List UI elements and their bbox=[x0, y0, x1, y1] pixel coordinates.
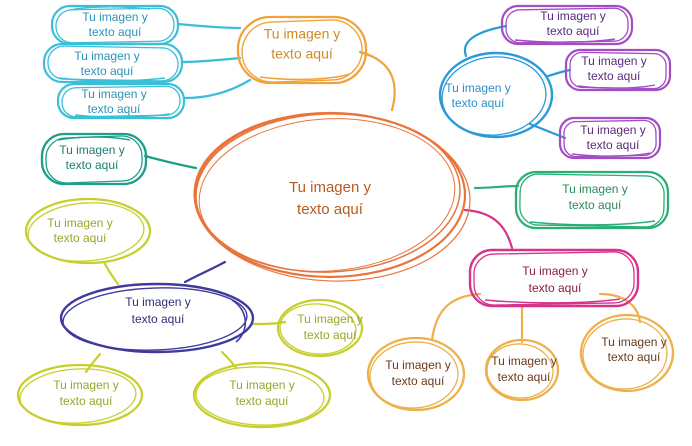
node-amber-1-line1: Tu imagen y bbox=[385, 358, 451, 372]
node-blue-hub-line2: texto aquí bbox=[452, 96, 505, 110]
node-lime-bc-line1: Tu imagen y bbox=[229, 378, 295, 392]
node-cyan-1-line1: Tu imagen y bbox=[82, 10, 148, 24]
node-cyan-2-line2: texto aquí bbox=[81, 64, 134, 78]
connector-orange-cyan3 bbox=[183, 78, 252, 100]
connector-center-orange bbox=[358, 50, 396, 112]
node-green-left-line2: texto aquí bbox=[66, 158, 119, 172]
node-amber-3-line2: texto aquí bbox=[608, 350, 661, 364]
node-lime-top[interactable]: Tu imagen y texto aquí bbox=[24, 197, 152, 265]
node-purple-1-line2: texto aquí bbox=[547, 24, 600, 38]
node-green-right-line2: texto aquí bbox=[569, 198, 622, 212]
central-node-line1: Tu imagen y bbox=[289, 179, 371, 196]
connector-navy-limeright bbox=[250, 320, 287, 326]
node-lime-right[interactable]: Tu imagen y texto aquí bbox=[276, 298, 364, 358]
node-purple-3[interactable]: Tu imagen y texto aquí bbox=[558, 116, 662, 160]
node-green-right[interactable]: Tu imagen y texto aquí bbox=[514, 170, 670, 230]
node-amber-2-line2: texto aquí bbox=[498, 370, 551, 384]
node-cyan-3-line1: Tu imagen y bbox=[81, 87, 147, 101]
connector-pink-amber1 bbox=[430, 292, 482, 342]
connector-navy-limebl bbox=[84, 352, 102, 374]
node-top-orange[interactable]: Tu imagen y texto aquí bbox=[236, 15, 368, 85]
node-lime-bl[interactable]: Tu imagen y texto aquí bbox=[16, 363, 144, 427]
node-pink-hub[interactable]: Tu imagen y texto aquí bbox=[468, 248, 640, 308]
connector-navy-limetop bbox=[102, 260, 120, 286]
node-lime-bl-line2: texto aquí bbox=[60, 394, 113, 408]
node-purple-2-line1: Tu imagen y bbox=[581, 54, 647, 68]
node-lime-top-line2: texto aquí bbox=[54, 231, 107, 245]
node-amber-1[interactable]: Tu imagen y texto aquí bbox=[366, 336, 466, 412]
node-lime-bc-line2: texto aquí bbox=[236, 394, 289, 408]
central-node[interactable]: Tu imagen y texto aquí bbox=[191, 108, 473, 286]
node-cyan-2-line1: Tu imagen y bbox=[74, 49, 140, 63]
node-cyan-1-line2: texto aquí bbox=[89, 25, 142, 39]
connector-center-navy bbox=[183, 260, 227, 284]
connector-orange-cyan2 bbox=[180, 56, 242, 64]
node-top-orange-line1: Tu imagen y bbox=[264, 26, 341, 42]
node-green-right-line1: Tu imagen y bbox=[562, 182, 628, 196]
node-amber-2[interactable]: Tu imagen y texto aquí bbox=[484, 338, 560, 402]
node-purple-1-line1: Tu imagen y bbox=[540, 9, 606, 23]
node-cyan-2[interactable]: Tu imagen y texto aquí bbox=[42, 42, 184, 84]
node-amber-3[interactable]: Tu imagen y texto aquí bbox=[579, 313, 675, 393]
node-amber-3-line1: Tu imagen y bbox=[601, 335, 667, 349]
node-cyan-3-line2: texto aquí bbox=[88, 102, 141, 116]
node-navy-hub-line2: texto aquí bbox=[132, 312, 185, 326]
node-blue-hub[interactable]: Tu imagen y texto aquí bbox=[438, 51, 554, 140]
node-lime-right-line2: texto aquí bbox=[304, 328, 357, 342]
node-lime-bl-line1: Tu imagen y bbox=[53, 378, 119, 392]
node-purple-1[interactable]: Tu imagen y texto aquí bbox=[500, 4, 634, 46]
node-lime-top-line1: Tu imagen y bbox=[47, 216, 113, 230]
central-node-line2: texto aquí bbox=[297, 201, 364, 218]
node-cyan-3[interactable]: Tu imagen y texto aquí bbox=[56, 82, 186, 120]
connector-bluehub-purple1 bbox=[463, 24, 508, 58]
node-purple-2[interactable]: Tu imagen y texto aquí bbox=[564, 48, 672, 92]
node-pink-hub-line1: Tu imagen y bbox=[522, 264, 588, 278]
node-purple-2-line2: texto aquí bbox=[588, 69, 641, 83]
node-top-orange-line2: texto aquí bbox=[271, 46, 333, 62]
connector-bluehub-purple2 bbox=[546, 68, 572, 78]
node-amber-1-line2: texto aquí bbox=[392, 374, 445, 388]
node-green-left[interactable]: Tu imagen y texto aquí bbox=[40, 132, 148, 186]
node-pink-hub-line2: texto aquí bbox=[529, 281, 582, 295]
node-navy-hub-line1: Tu imagen y bbox=[125, 295, 191, 309]
node-navy-hub[interactable]: Tu imagen y texto aquí bbox=[59, 282, 255, 354]
node-purple-3-line1: Tu imagen y bbox=[580, 123, 646, 137]
node-green-left-line1: Tu imagen y bbox=[59, 143, 125, 157]
connector-center-greenleft bbox=[143, 154, 198, 170]
node-lime-bc[interactable]: Tu imagen y texto aquí bbox=[192, 361, 332, 429]
node-cyan-1[interactable]: Tu imagen y texto aquí bbox=[50, 4, 180, 46]
node-lime-right-line1: Tu imagen y bbox=[297, 312, 363, 326]
connector-center-greenright bbox=[473, 184, 520, 190]
node-blue-hub-line1: Tu imagen y bbox=[445, 81, 511, 95]
node-amber-2-line1: Tu imagen y bbox=[491, 354, 557, 368]
connector-center-pink bbox=[463, 208, 514, 250]
node-purple-3-line2: texto aquí bbox=[587, 138, 640, 152]
connector-orange-cyan1 bbox=[176, 22, 242, 30]
